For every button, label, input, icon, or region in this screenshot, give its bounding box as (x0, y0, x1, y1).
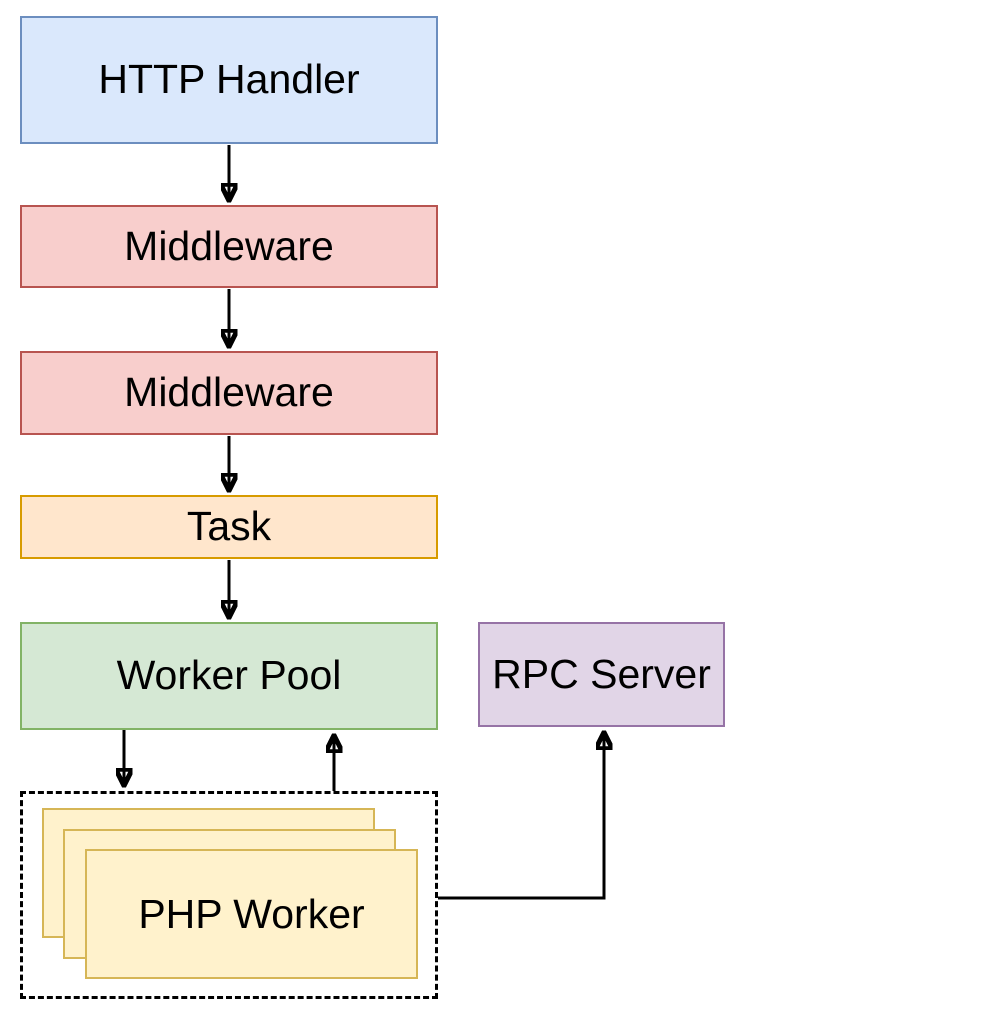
node-php-worker-label: PHP Worker (138, 890, 365, 937)
node-worker-pool: Worker Pool (20, 622, 438, 730)
node-worker-pool-label: Worker Pool (116, 652, 342, 699)
edge-php-workers-to-rpc-server-arrow (438, 733, 604, 900)
php-worker-group-container (20, 791, 438, 999)
node-http-handler: HTTP Handler (20, 16, 438, 144)
node-middleware-1-label: Middleware (124, 222, 334, 269)
node-task: Task (20, 495, 438, 559)
node-middleware-1: Middleware (20, 205, 438, 288)
node-http-handler-label: HTTP Handler (98, 56, 360, 103)
node-rpc-server: RPC Server (478, 622, 725, 727)
node-rpc-server-label: RPC Server (492, 650, 711, 697)
node-task-label: Task (186, 503, 272, 550)
node-middleware-2-label: Middleware (124, 369, 334, 416)
node-middleware-2: Middleware (20, 351, 438, 435)
node-php-worker: PHP Worker (85, 849, 418, 979)
